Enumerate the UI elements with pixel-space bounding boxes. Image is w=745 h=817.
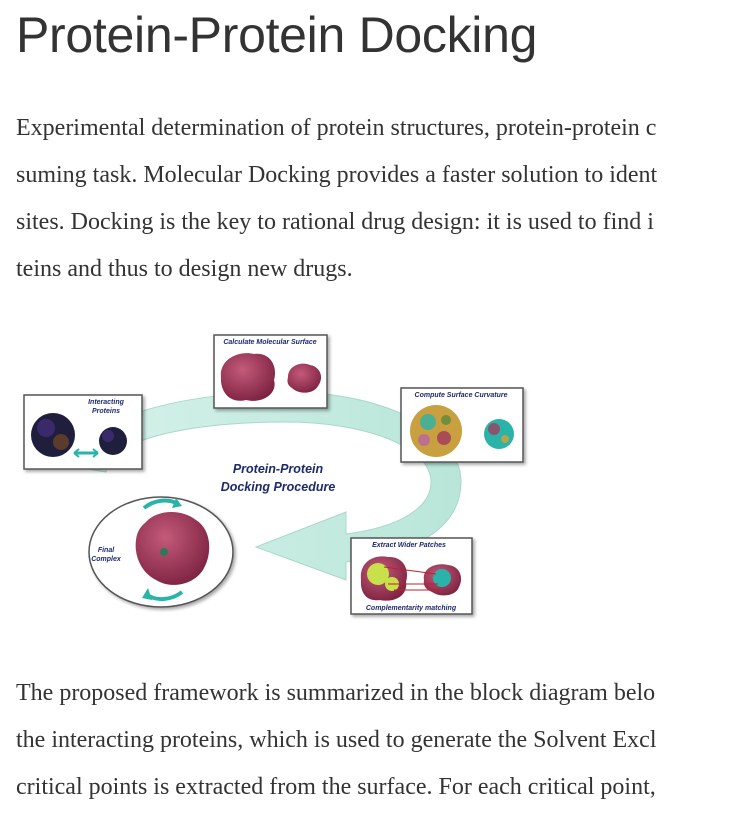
molecular-surface-image [220, 353, 322, 401]
docking-procedure-figure: Protein-Protein Docking Procedure Intera… [16, 322, 532, 627]
paragraph-line: sites. Docking is the key to rational dr… [16, 209, 654, 235]
curvature-label: Compute Surface Curvature [415, 392, 508, 399]
wider-patches-image [360, 556, 462, 601]
framework-paragraph: The proposed framework is summarized in … [16, 670, 745, 811]
docking-procedure-diagram: Protein-Protein Docking Procedure Intera… [23, 334, 524, 615]
matching-label: Complementarity matching [366, 605, 457, 612]
paragraph-line: critical points is extracted from the su… [16, 774, 656, 800]
surface-label: Calculate Molecular Surface [223, 339, 316, 346]
center-label-line1: Protein-Protein [233, 462, 324, 476]
page-title: Protein-Protein Docking [16, 7, 538, 63]
surface-curvature-image [410, 405, 514, 457]
patches-label: Extract Wider Patches [372, 542, 446, 549]
paragraph-line: suming task. Molecular Docking provides … [16, 162, 658, 188]
intro-paragraph: Experimental determination of protein st… [16, 105, 745, 293]
interacting-label-line1: Interacting [88, 399, 125, 406]
step-final-complex [88, 496, 234, 608]
paragraph-line: The proposed framework is summarized in … [16, 680, 656, 706]
interacting-label-line2: Proteins [92, 408, 120, 415]
final-label-line2: Complex [91, 556, 122, 563]
paragraph-line: teins and thus to design new drugs. [16, 256, 353, 282]
final-label-line1: Final [98, 547, 115, 554]
interacting-proteins-image [31, 413, 127, 458]
paragraph-line: the interacting proteins, which is used … [16, 727, 657, 753]
paragraph-line: Experimental determination of protein st… [16, 115, 657, 141]
center-label-line2: Docking Procedure [221, 480, 336, 494]
